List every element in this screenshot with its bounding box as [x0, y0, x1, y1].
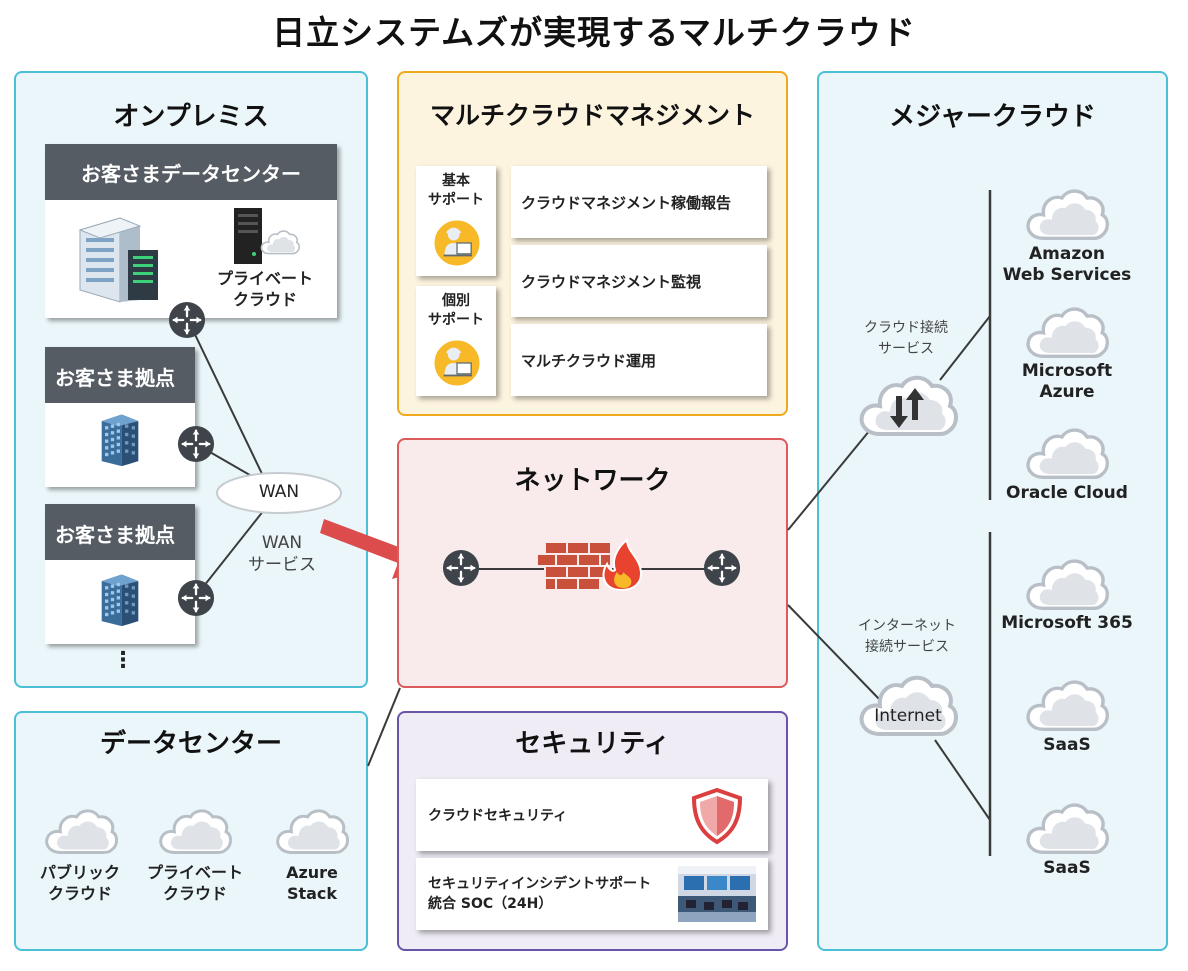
public-cloud-line2: クラウド: [47, 884, 112, 903]
aws-line1: Amazon: [1028, 244, 1106, 264]
microsoft-365-label: Microsoft 365: [1001, 613, 1133, 633]
private-cloud-line2: クラウド: [232, 290, 297, 309]
management-monitoring-item: クラウドマネジメント監視: [511, 245, 767, 317]
soc-line1: セキュリティインシデントサポート: [428, 876, 652, 892]
azure-line2: Azure: [1039, 382, 1095, 402]
dc-private-cloud-label: プライベート クラウド: [140, 862, 250, 904]
internet-connect-service-label: インターネット 接続サービス: [842, 616, 972, 658]
internet-cloud-icon: [854, 672, 962, 738]
datacenter-title: データセンター: [99, 729, 282, 759]
azure-label: Microsoft Azure: [997, 361, 1137, 403]
dc-private-cloud-line1: プライベート: [146, 863, 243, 882]
wan-cloud-shape: [216, 472, 342, 514]
aws-label: Amazon Web Services: [997, 244, 1137, 286]
customer-site-2-header: お客さま拠点: [45, 504, 195, 560]
individual-support-line2: サポート: [428, 312, 484, 328]
microsoft-365-cloud-icon: [1026, 559, 1109, 611]
saas-1-cloud-icon: [1026, 680, 1109, 732]
aws-line2: Web Services: [1002, 265, 1132, 285]
basic-support-line1: 基本: [442, 173, 470, 189]
saas-2-cloud-icon: [1026, 803, 1109, 855]
page-title: 日立システムズが実現するマルチクラウド: [272, 13, 916, 52]
cloud-connect-line2: サービス: [878, 341, 934, 357]
individual-support-line1: 個別: [442, 293, 470, 309]
internet-connect-line1: インターネット: [858, 618, 956, 634]
security-title: セキュリティ: [515, 729, 670, 759]
management-title: マルチクラウドマネジメント: [429, 101, 755, 130]
cloud-connect-icon: [852, 372, 964, 438]
shield-icon: [691, 787, 743, 845]
basic-support-line2: サポート: [428, 192, 484, 208]
internet-connect-line2: 接続サービス: [865, 639, 949, 655]
oracle-cloud-icon: [1026, 428, 1109, 480]
wan-cloud-label: WAN: [258, 482, 300, 502]
customer-datacenter-header: お客さまデータセンター: [45, 144, 337, 200]
oracle-cloud-label: Oracle Cloud: [1006, 483, 1128, 503]
network-title: ネットワーク: [514, 466, 671, 496]
datacenter-network-line: [367, 687, 401, 767]
soc-line2: 統合 SOC（24H）: [428, 896, 553, 912]
basic-support-label: 基本 サポート: [416, 172, 496, 210]
private-cloud-line1: プライベート: [216, 269, 313, 288]
azure-stack-label: Azure Stack: [262, 862, 362, 904]
soc-room-photo: [678, 866, 756, 922]
internet-label: Internet: [874, 706, 942, 726]
azure-cloud-icon: [1026, 307, 1109, 359]
office-building-icon: [78, 217, 158, 303]
major-cloud-panel: [817, 71, 1168, 951]
azure-line1: Microsoft: [1021, 361, 1113, 381]
wan-service-line2: サービス: [248, 555, 316, 575]
private-cloud-label: プライベート クラウド: [205, 268, 325, 310]
azure-stack-line1: Azure: [286, 863, 338, 882]
saas-1-label: SaaS: [1043, 735, 1091, 755]
public-cloud-label: パブリック クラウド: [30, 862, 130, 904]
wan-service-label: WAN サービス: [232, 532, 332, 576]
aws-cloud-icon: [1026, 189, 1109, 241]
management-report-item: クラウドマネジメント稼働報告: [511, 166, 767, 238]
public-cloud-line1: パブリック: [39, 863, 120, 882]
saas-2-label: SaaS: [1043, 858, 1091, 878]
azure-stack-line2: Stack: [286, 884, 338, 903]
cloud-connect-service-label: クラウド接続 サービス: [846, 318, 966, 360]
onpremise-title: オンプレミス: [113, 102, 269, 132]
dc-private-cloud-line2: クラウド: [162, 884, 227, 903]
multicloud-operation-item: マルチクラウド運用: [511, 324, 767, 396]
wan-service-line1: WAN: [261, 533, 303, 553]
customer-site-1-header: お客さま拠点: [45, 347, 195, 403]
major-cloud-title: メジャークラウド: [889, 102, 1096, 132]
private-cloud-server-icon: [234, 208, 300, 264]
cloud-connect-line1: クラウド接続: [864, 320, 948, 336]
more-sites-ellipsis: ⋮: [112, 648, 134, 673]
individual-support-label: 個別 サポート: [416, 292, 496, 330]
firewall-icon: [536, 538, 643, 592]
